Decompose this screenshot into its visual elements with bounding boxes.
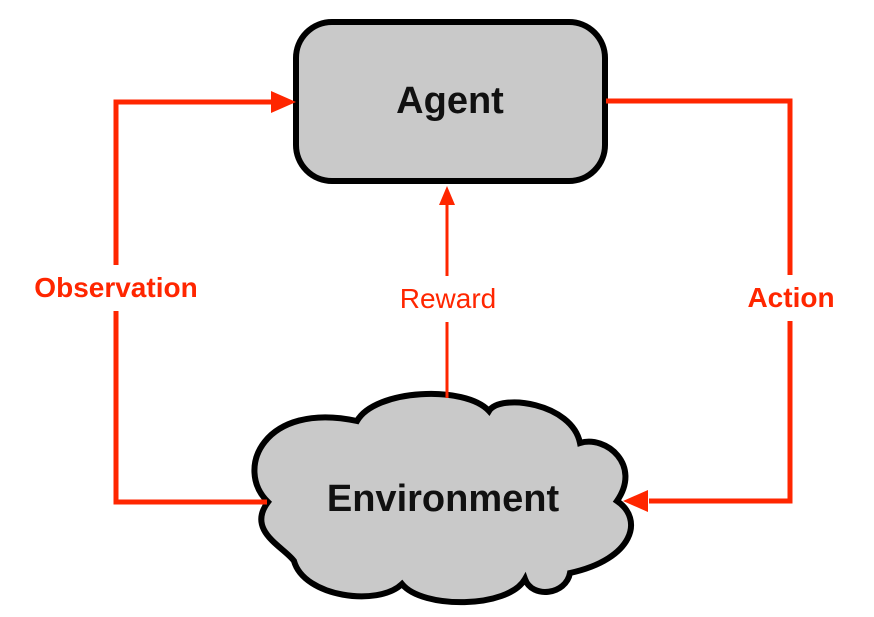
action-arrowhead-icon <box>623 490 648 512</box>
agent-node-label: Agent <box>396 80 504 122</box>
environment-node-label: Environment <box>326 478 560 520</box>
reward-edge-label: Reward <box>394 276 502 322</box>
agent-node-shape <box>293 19 608 184</box>
observation-edge-label: Observation <box>29 265 203 311</box>
reward-arrowhead-icon <box>439 186 455 205</box>
observation-arrowhead-icon <box>271 91 296 113</box>
environment-cloud-shape <box>251 390 635 606</box>
action-edge-label: Action <box>742 275 840 321</box>
